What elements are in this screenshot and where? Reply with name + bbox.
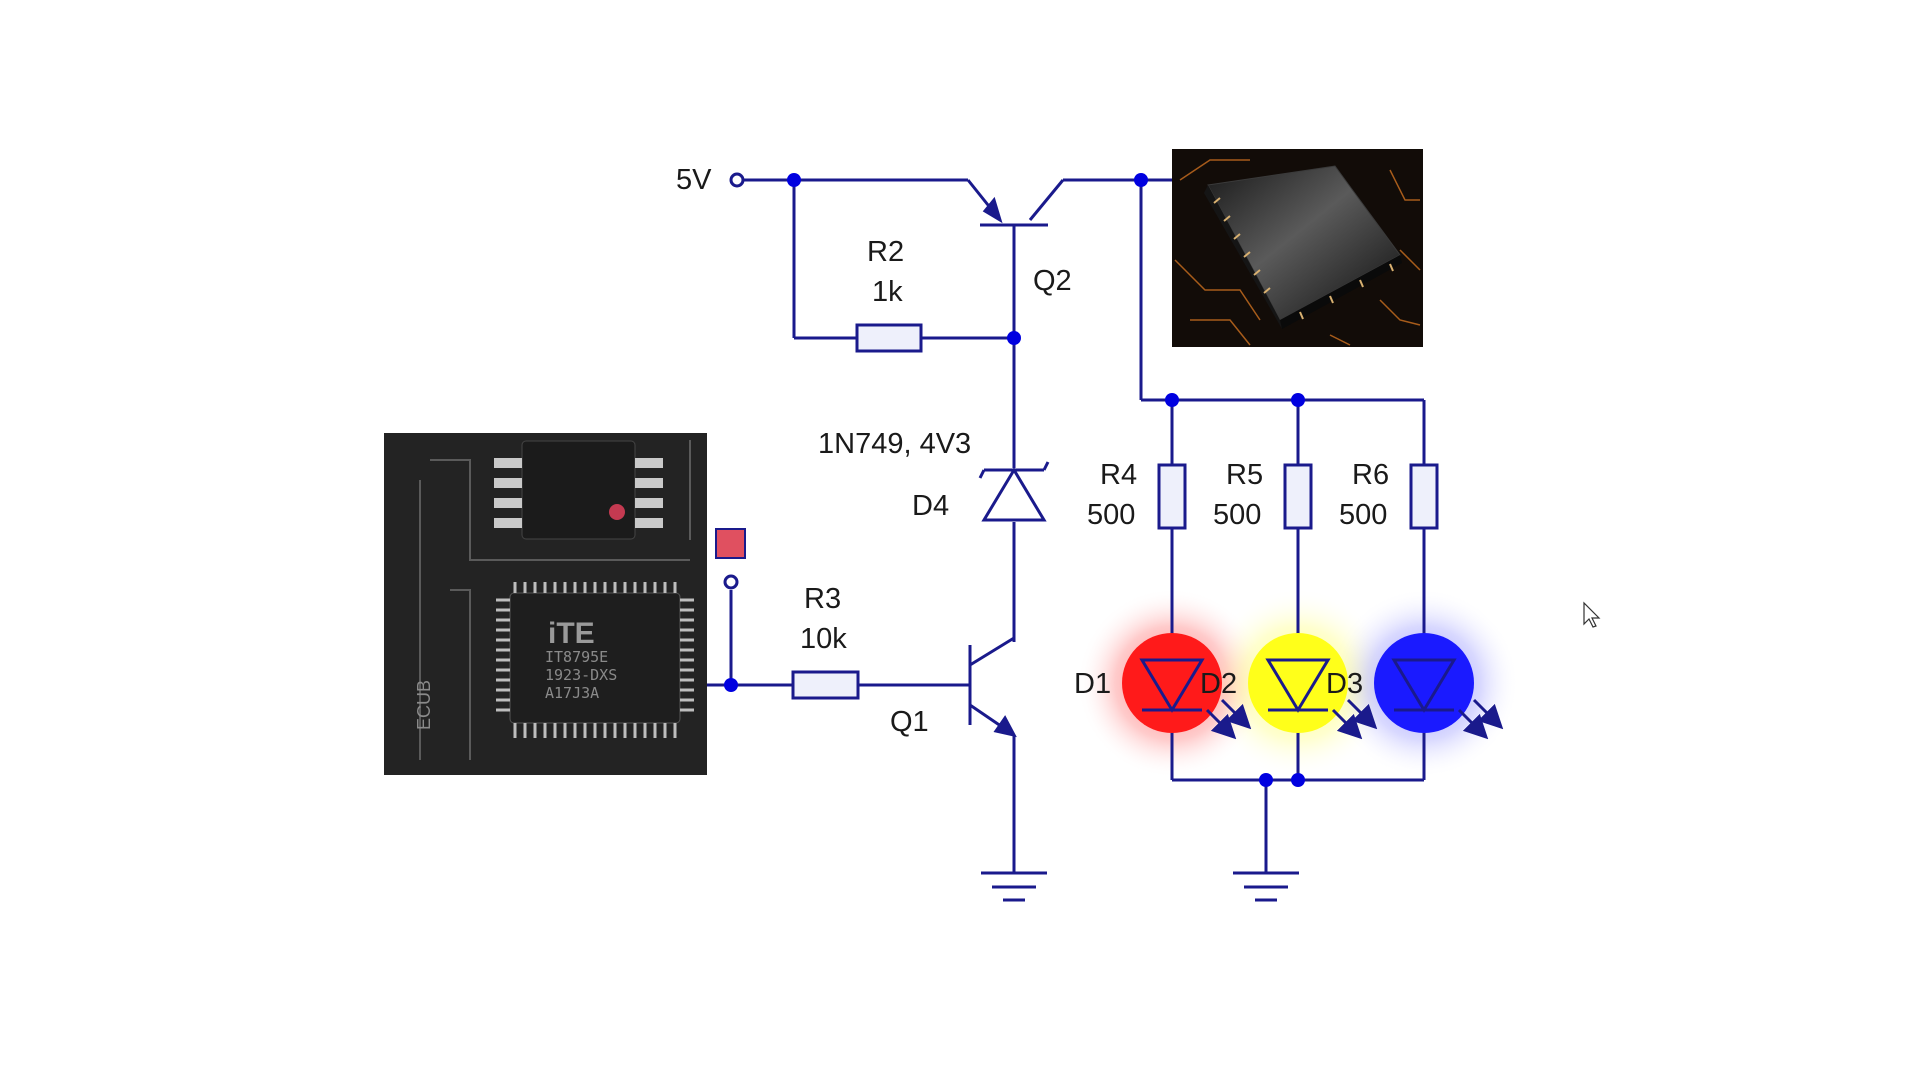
chip-marking-2: 1923-DXS [545, 666, 617, 684]
pcb-chip-photo: iTE IT8795E 1923-DXS A17J3A ECUB [384, 433, 707, 775]
d3-ref-label: D3 [1326, 668, 1363, 700]
resistor-r3 [791, 670, 860, 700]
transistor-q2 [925, 178, 1065, 227]
resistor-r4 [1157, 463, 1187, 530]
r2-ref-label: R2 [867, 236, 904, 268]
supply-terminal [729, 172, 745, 188]
resistor-r2 [855, 323, 923, 353]
mouse-cursor-icon [1583, 601, 1601, 628]
ground-symbol-left [981, 871, 1047, 902]
input-switch[interactable] [715, 528, 746, 559]
r2-value-label: 1k [872, 276, 903, 308]
q1-ref-label: Q1 [890, 706, 929, 738]
led-d1 [1122, 633, 1252, 740]
r4-value-label: 500 [1087, 499, 1135, 531]
chip-marking-3: A17J3A [545, 684, 599, 702]
wires [707, 178, 1426, 873]
resistor-r6 [1409, 463, 1439, 530]
ground-symbol-right [1233, 871, 1299, 902]
d2-ref-label: D2 [1200, 668, 1237, 700]
chip-marking-1: IT8795E [545, 648, 608, 666]
r5-value-label: 500 [1213, 499, 1261, 531]
r6-ref-label: R6 [1352, 459, 1389, 491]
r5-ref-label: R5 [1226, 459, 1263, 491]
r3-value-label: 10k [800, 623, 847, 655]
led-d2 [1248, 633, 1378, 740]
zener-d4 [978, 461, 1050, 522]
chip-brand: iTE [548, 617, 595, 650]
d4-part-label: 1N749, 4V3 [818, 428, 971, 460]
r4-ref-label: R4 [1100, 459, 1137, 491]
transistor-q1 [968, 636, 1017, 738]
pcb-silk-label: ECUB [414, 680, 434, 730]
supply-label: 5V [676, 164, 712, 196]
led-d3 [1374, 633, 1504, 740]
junction-nodes [724, 173, 1305, 787]
r6-value-label: 500 [1339, 499, 1387, 531]
input-terminal [723, 574, 739, 590]
q2-ref-label: Q2 [1033, 265, 1072, 297]
resistors [791, 323, 1439, 700]
d4-ref-label: D4 [912, 490, 949, 522]
resistor-r5 [1283, 463, 1313, 530]
r3-ref-label: R3 [804, 583, 841, 615]
cpu-chip-photo [1172, 149, 1423, 347]
d1-ref-label: D1 [1074, 668, 1111, 700]
